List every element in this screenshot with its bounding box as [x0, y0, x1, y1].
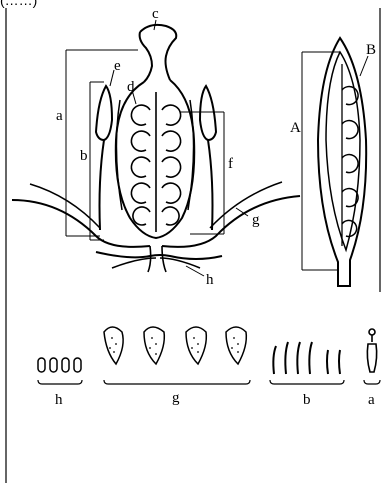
dissected-parts-diagram: h g b a	[0, 292, 384, 483]
label-a: a	[56, 108, 63, 124]
parts-label-h: h	[55, 392, 63, 408]
anther-right	[200, 86, 216, 140]
parts-g-petals	[104, 327, 250, 384]
pod-inner-wall	[326, 52, 360, 250]
parts-h-sepals	[38, 358, 82, 384]
leader-h	[186, 266, 204, 276]
ovules-left	[131, 105, 150, 225]
label-A: A	[290, 120, 301, 136]
label-g: g	[252, 212, 260, 228]
flower-section	[12, 25, 300, 272]
label-c: c	[152, 6, 159, 22]
pod-seeds	[342, 87, 358, 237]
ovary-outline	[116, 80, 194, 238]
flower-and-fruit-diagram: c e d a b f g h A B	[0, 0, 384, 292]
filament-right	[208, 140, 213, 230]
parts-a-pistil	[364, 329, 380, 384]
bracket-A	[302, 52, 340, 270]
parts-b-stamens	[270, 342, 344, 384]
petal-right-inner	[210, 182, 282, 228]
parts-label-a: a	[368, 392, 375, 408]
sepal-base	[96, 252, 222, 259]
stigma-outline	[140, 25, 176, 80]
parts-label-b: b	[303, 392, 311, 408]
leader-B	[360, 56, 368, 76]
petal-right-outer	[162, 196, 300, 247]
filament-left	[100, 140, 105, 230]
parts-label-g: g	[172, 390, 180, 406]
label-d: d	[127, 79, 135, 95]
leader-lines	[110, 20, 248, 276]
anther-left	[96, 86, 112, 140]
label-B: B	[366, 42, 376, 58]
ovules-right	[162, 105, 181, 225]
label-e: e	[114, 58, 121, 74]
label-h: h	[206, 272, 214, 288]
fruit-pod	[318, 38, 366, 286]
style-outline	[140, 32, 152, 82]
label-b: b	[80, 148, 88, 164]
label-f: f	[228, 156, 233, 172]
petal-left-outer	[12, 200, 150, 247]
